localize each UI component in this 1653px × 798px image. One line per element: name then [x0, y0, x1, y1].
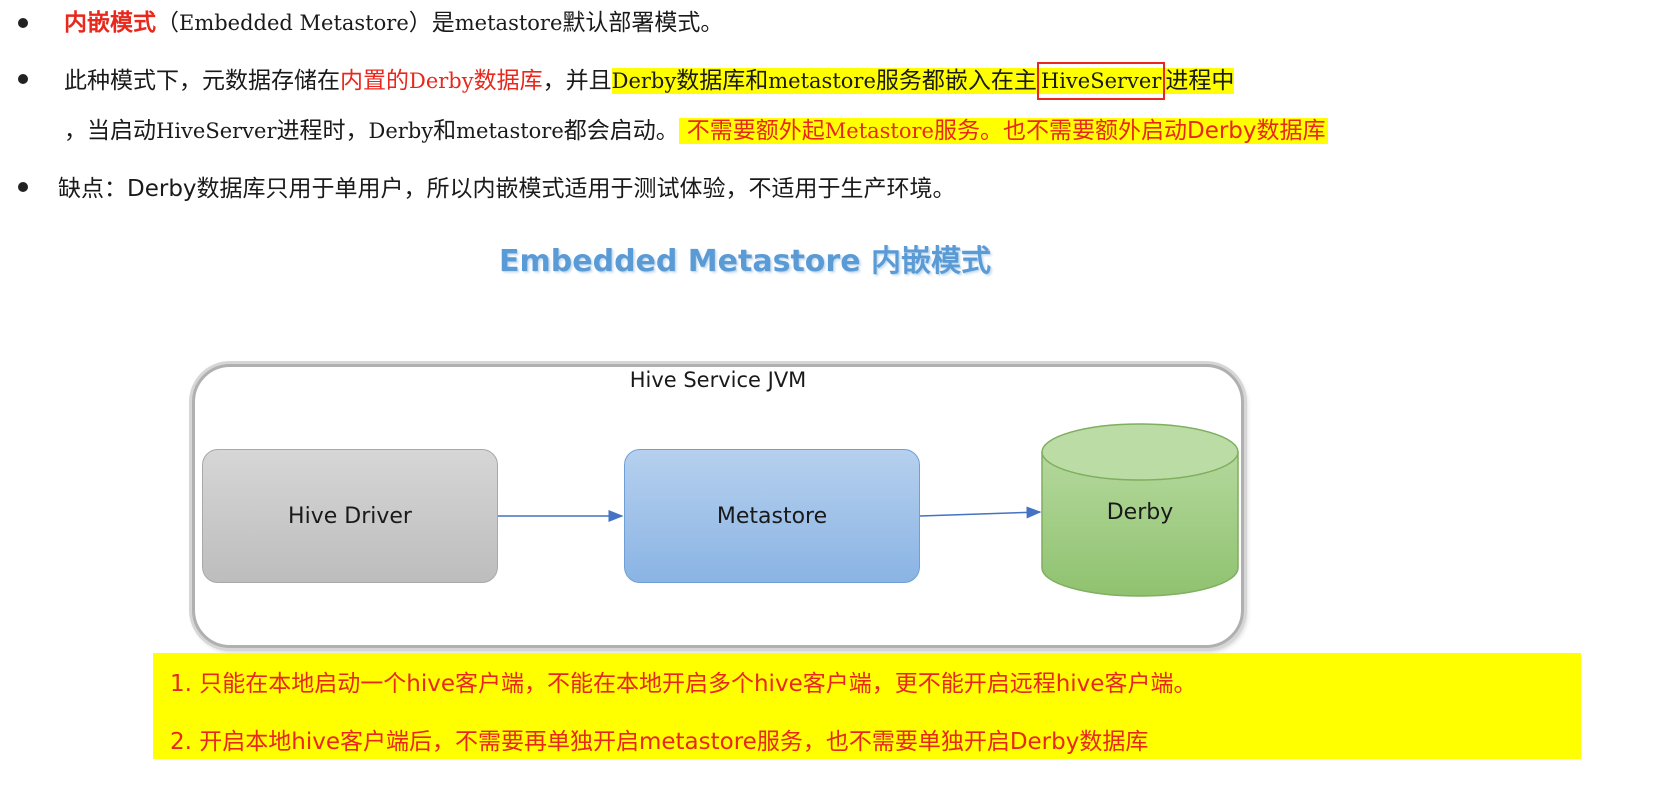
mode-name-en: Embedded Metastore	[179, 11, 409, 35]
text: 都会启动。	[563, 118, 679, 144]
paren-open: （	[156, 10, 179, 36]
bullet-dot	[18, 74, 28, 84]
derby-label: Derby	[1106, 500, 1174, 525]
paren-close: ）	[408, 10, 432, 36]
arrow-metastore-to-derby	[919, 506, 1042, 519]
text: HiveServer	[156, 119, 277, 143]
text: 和	[433, 118, 457, 144]
note-2: 2. 开启本地hive客户端后，不需要再单独开启metastore服务，也不需要…	[170, 729, 1149, 755]
text: ，并且	[542, 68, 612, 94]
text: Derby	[368, 119, 434, 143]
highlight-text: 不需要额外起	[686, 118, 825, 144]
bullet-3: 缺点：Derby数据库只用于单用户，所以内嵌模式适用于测试体验，不适用于生产环境…	[58, 172, 956, 206]
highlight-text: Metastore	[824, 119, 934, 143]
hiveserver-boxed-text: HiveServer	[1036, 62, 1166, 100]
metastore-node: Metastore	[624, 449, 920, 583]
notes-highlight-box	[153, 653, 1581, 759]
text: ，当启动	[64, 118, 156, 144]
highlight-text: metastore	[768, 69, 876, 93]
text: 是	[431, 10, 455, 36]
bullet-1: 内嵌模式（Embedded Metastore）是metastore默认部署模式…	[64, 6, 723, 40]
jvm-container-label: Hive Service JVM	[629, 368, 807, 392]
text: 此种模式下，元数据存储在	[64, 68, 340, 94]
highlight-text: 数据库和	[676, 68, 769, 94]
text: metastore	[456, 119, 564, 143]
hive-driver-node: Hive Driver	[202, 449, 498, 583]
highlight-text: 服务。也不需要额外启动Derby数据库	[933, 118, 1326, 144]
hive-driver-label: Hive Driver	[288, 503, 412, 529]
highlight-text: 进程中	[1165, 68, 1235, 94]
text: 默认部署模式。	[562, 10, 724, 36]
diagram-title: Embedded Metastore 内嵌模式	[499, 244, 991, 279]
text: 缺点：Derby数据库只用于单用户，所以内嵌模式适用于测试体验，不适用于生产环境…	[58, 176, 956, 202]
text: 进程时，	[276, 118, 369, 144]
bullet-dot	[18, 18, 28, 28]
bullet-2-line-2: ，当启动HiveServer进程时，Derby和metastore都会启动。不需…	[64, 114, 1328, 148]
bullet-dot	[18, 182, 28, 192]
derby-cylinder	[1041, 423, 1239, 597]
bullet-2-line-1: 此种模式下，元数据存储在内置的Derby数据库，并且Derby数据库和metas…	[64, 62, 1235, 100]
mode-title: 内嵌模式	[64, 10, 156, 36]
text: Derby	[409, 69, 474, 93]
text: 内置的	[340, 68, 409, 94]
highlight-text: Derby	[611, 69, 677, 93]
highlight-text: 服务都嵌入在主	[875, 68, 1037, 94]
text: 数据库	[473, 68, 543, 94]
metastore-label: Metastore	[716, 503, 828, 529]
note-1: 1. 只能在本地启动一个hive客户端，不能在本地开启多个hive客户端，更不能…	[170, 671, 1197, 697]
text: metastore	[454, 11, 563, 35]
